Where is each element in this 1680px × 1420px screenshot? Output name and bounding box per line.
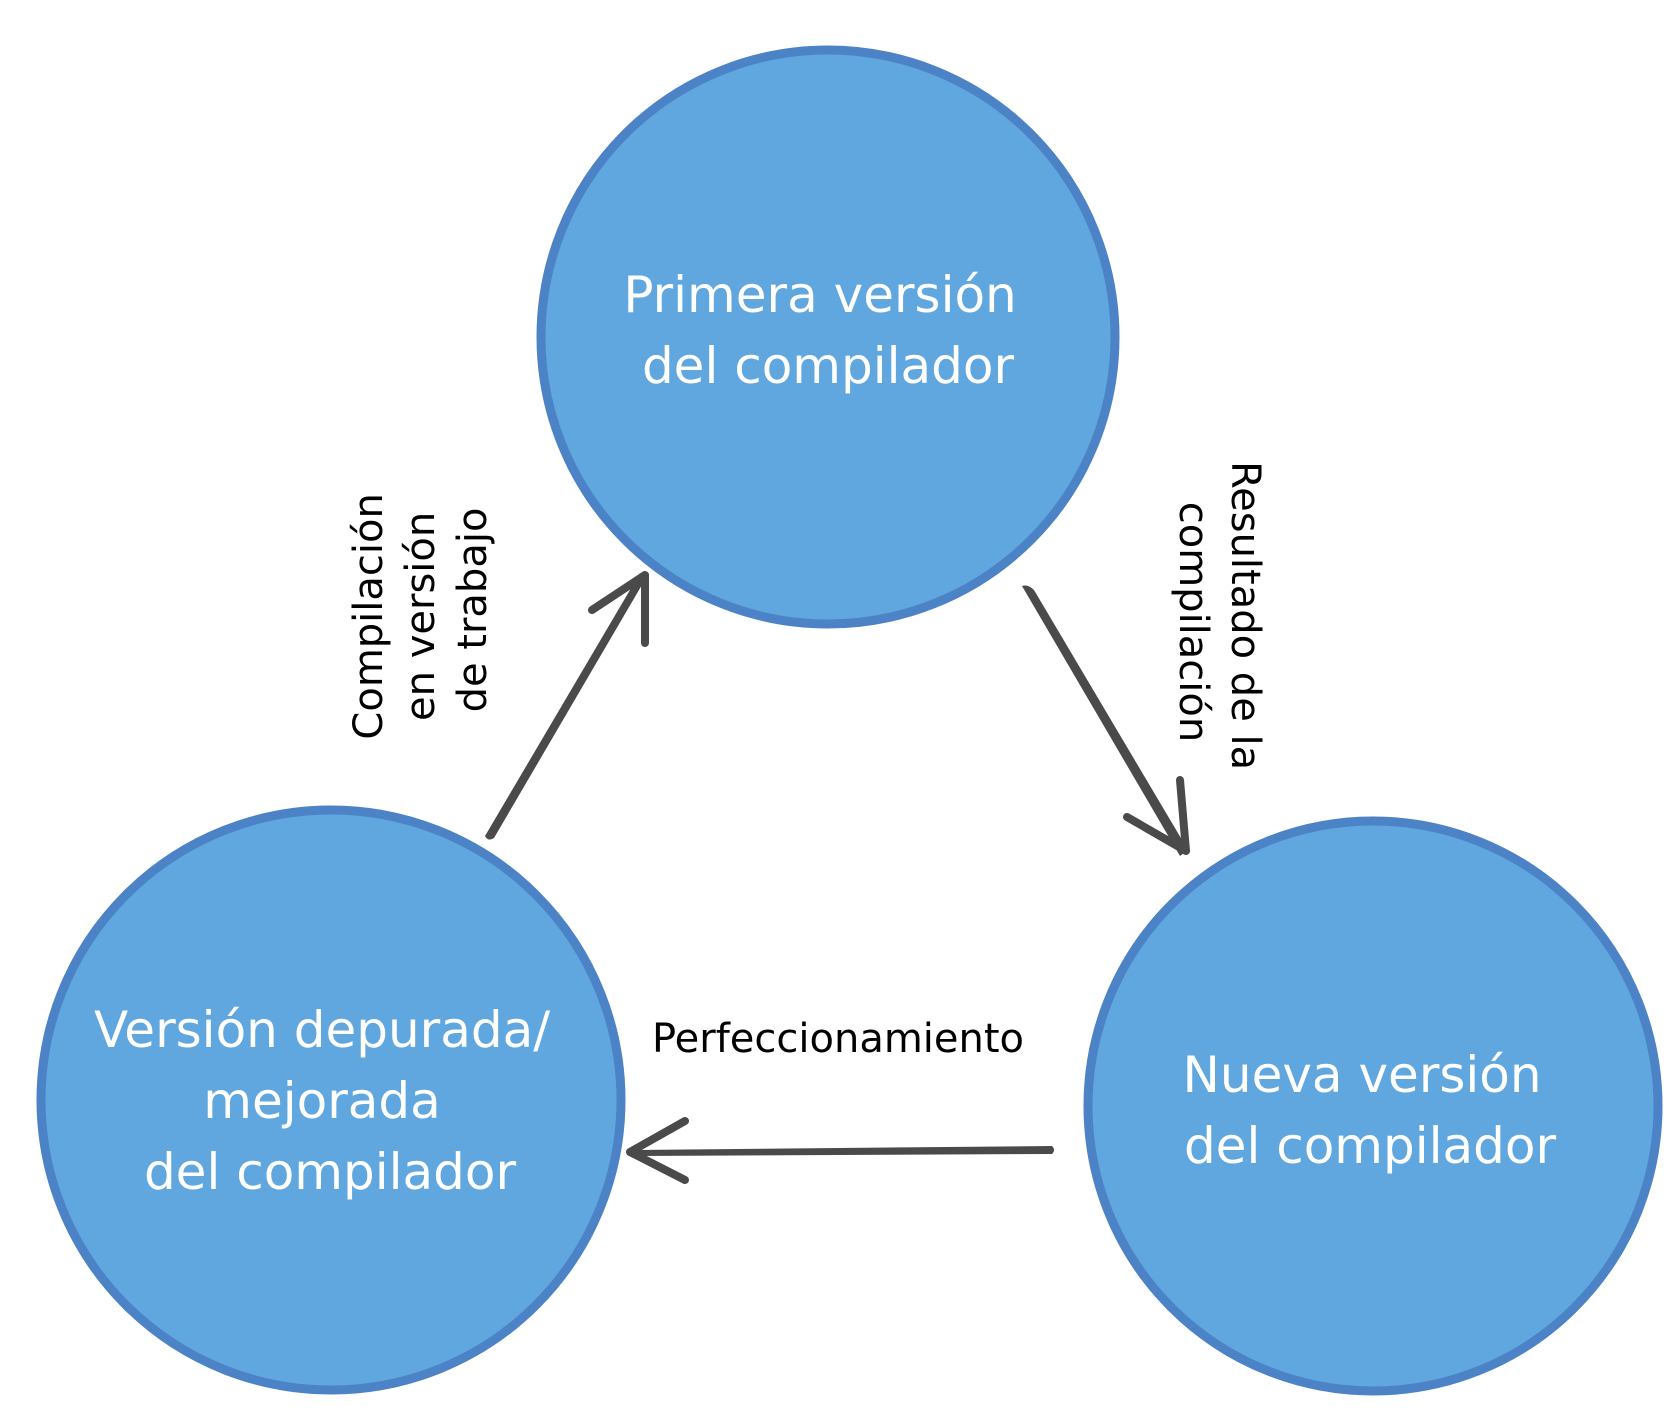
node-nueva-version-circle (1083, 816, 1663, 1396)
arrow-right-to-left-shaft (632, 1146, 1054, 1156)
edge-label-resultado-line-2: compilación (1170, 502, 1216, 743)
arrow-right-to-left (626, 1117, 1054, 1184)
edge-label-perfeccionamiento: Perfeccionamiento (652, 1016, 1024, 1062)
node-nueva-version-line-2: del compilador (1184, 1117, 1557, 1175)
edge-label-compilacion: Compilación en versión de trabajo (346, 480, 496, 739)
arrow-top-to-right-shaft (1022, 585, 1188, 856)
node-primera-version-line-1: Primera versión (623, 266, 1016, 324)
node-primera-version-label: Primera versión del compilador (623, 266, 1032, 395)
node-nueva-version: Nueva versión del compilador (1083, 816, 1663, 1396)
arrow-top-to-right-head-icon (1123, 776, 1190, 855)
edge-label-compilacion-text: Compilación en versión de trabajo (346, 480, 496, 739)
node-nueva-version-label: Nueva versión del compilador (1182, 1046, 1557, 1175)
arrow-left-to-top (485, 571, 649, 840)
arrow-right-to-left-head-icon (626, 1117, 689, 1184)
node-nueva-version-line-1: Nueva versión (1182, 1046, 1541, 1104)
edge-label-resultado-text: Resultado de la compilación (1170, 461, 1268, 783)
edge-label-compilacion-line-3: de trabajo (450, 508, 496, 713)
node-primera-version-line-2: del compilador (642, 337, 1015, 395)
node-version-depurada: Versión depurada/ mejorada del compilado… (36, 805, 626, 1395)
arrow-left-to-top-head-icon (588, 571, 649, 647)
node-primera-version: Primera versión del compilador (536, 45, 1120, 629)
arrow-top-to-right (1022, 585, 1190, 856)
edge-label-resultado: Resultado de la compilación (1170, 461, 1268, 783)
node-primera-version-circle (536, 45, 1120, 629)
edge-label-compilacion-line-1: Compilación (346, 493, 392, 739)
node-version-depurada-line-2: mejorada (203, 1072, 441, 1130)
arrow-left-to-top-shaft (485, 573, 646, 840)
node-version-depurada-label: Versión depurada/ mejorada del compilado… (94, 1001, 566, 1201)
node-version-depurada-line-1: Versión depurada/ (94, 1001, 550, 1059)
edge-label-compilacion-line-2: en versión (398, 512, 444, 721)
edge-label-resultado-line-1: Resultado de la (1222, 461, 1268, 770)
edge-label-perfeccionamiento-text: Perfeccionamiento (652, 1016, 1024, 1062)
node-version-depurada-line-3: del compilador (144, 1143, 517, 1201)
node-version-depurada-circle (36, 805, 626, 1395)
